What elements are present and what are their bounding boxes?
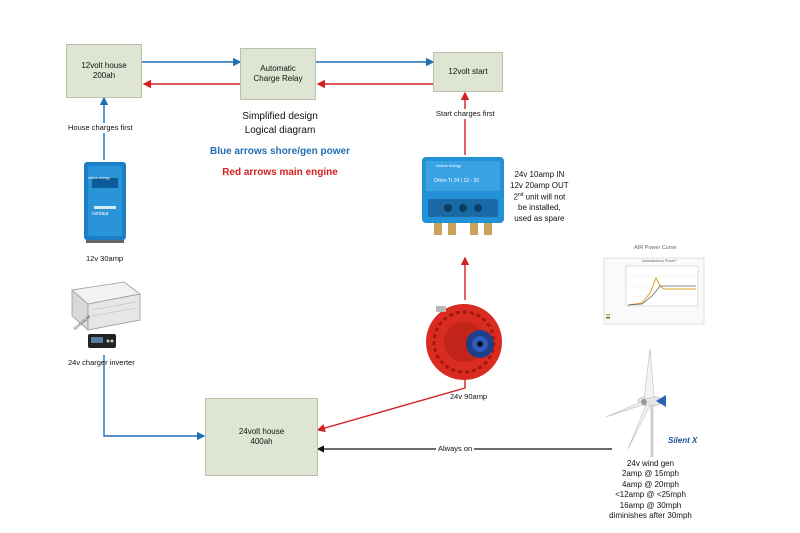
wind-line5: 16amp @ 30mph: [619, 500, 682, 510]
battery-charger-image: [84, 162, 126, 243]
diagram-title-line1: Simplified design: [242, 111, 318, 122]
dcdc-line3-sup: nd: [517, 191, 524, 198]
charger-brand: victron energy: [88, 176, 110, 180]
blue-arrows-note: Blue arrows shore/gen power: [209, 146, 351, 157]
box-12volt-house-line2: 200ah: [92, 71, 116, 80]
inverter-24v-label: 24v charger inverter: [68, 358, 135, 367]
box-12volt-house-line1: 12volt house: [81, 61, 127, 70]
dcdc-line3: 2nd unit will not: [510, 192, 569, 203]
box-24volt-house-line1: 24volt house: [238, 427, 285, 436]
wind-line2: 2amp @ 15mph: [621, 469, 680, 479]
start-charges-first-label: Start charges first: [434, 109, 497, 119]
box-12volt-house: 12volt house 200ah: [66, 44, 142, 98]
box-charge-relay: Automatic Charge Relay: [240, 48, 316, 100]
diagram-title: Simplified design Logical diagram: [210, 110, 350, 137]
box-24volt-house-line2: 400ah: [250, 437, 273, 446]
box-12volt-start-line1: 12volt start: [448, 67, 488, 76]
diagram-title-line2: Logical diagram: [244, 124, 316, 136]
power-curve-image: [598, 248, 710, 330]
dcdc-line2: 12v 20amp OUT: [510, 180, 569, 190]
wind-description: 24v wind gen 2amp @ 15mph 4amp @ 20mph <…: [608, 459, 693, 521]
dcdc-line3-pre: 2: [513, 192, 518, 202]
box-charge-relay-line2: Charge Relay: [253, 74, 303, 83]
box-12volt-start: 12volt start: [433, 52, 503, 92]
house-charges-first-label: House charges first: [66, 123, 135, 133]
power-curve-title: AIR Power Curve: [634, 245, 677, 251]
alternator-label: 24v 90amp: [450, 392, 488, 401]
box-charge-relay-line1: Automatic: [260, 64, 296, 73]
alternator-image: [426, 304, 502, 380]
red-arrows-note: Red arrows main engine: [222, 167, 338, 178]
charger-inverter-image: [71, 281, 141, 348]
wind-line1: 24v wind gen: [626, 459, 675, 468]
arrow-inverter-to-house24: [103, 355, 206, 441]
dcdc-line3-post: unit will not: [523, 192, 566, 202]
charger-name: centaur: [92, 211, 109, 217]
dcdc-brand: victron energy: [436, 163, 462, 168]
wind-line3: 4amp @ 20mph: [621, 479, 680, 489]
arrow-alternator-to-house24: [316, 378, 466, 433]
charger-12v-label: 12v 30amp: [86, 254, 124, 263]
wind-line6: diminishes after 30mph: [609, 510, 692, 520]
dcdc-device-name: Orion-Tr 24 | 12 - 20: [434, 178, 480, 184]
wind-generator-brand: Silent X: [668, 436, 698, 445]
wind-line4: <12amp @ <25mph: [615, 490, 686, 500]
box-24volt-house: 24volt house 400ah: [205, 398, 318, 476]
power-curve-subtitle: Instantaneous Power*: [642, 259, 677, 263]
dcdc-description: 24v 10amp IN 12v 20amp OUT 2nd unit will…: [510, 170, 569, 225]
dcdc-line4: be installed,: [518, 203, 561, 213]
dcdc-line5: used as spare: [514, 213, 565, 223]
dcdc-converter-image: [422, 157, 504, 235]
dcdc-line1: 24v 10amp IN: [514, 170, 565, 179]
always-on-label: Always on: [436, 444, 475, 454]
wind-generator-image: [605, 348, 666, 457]
